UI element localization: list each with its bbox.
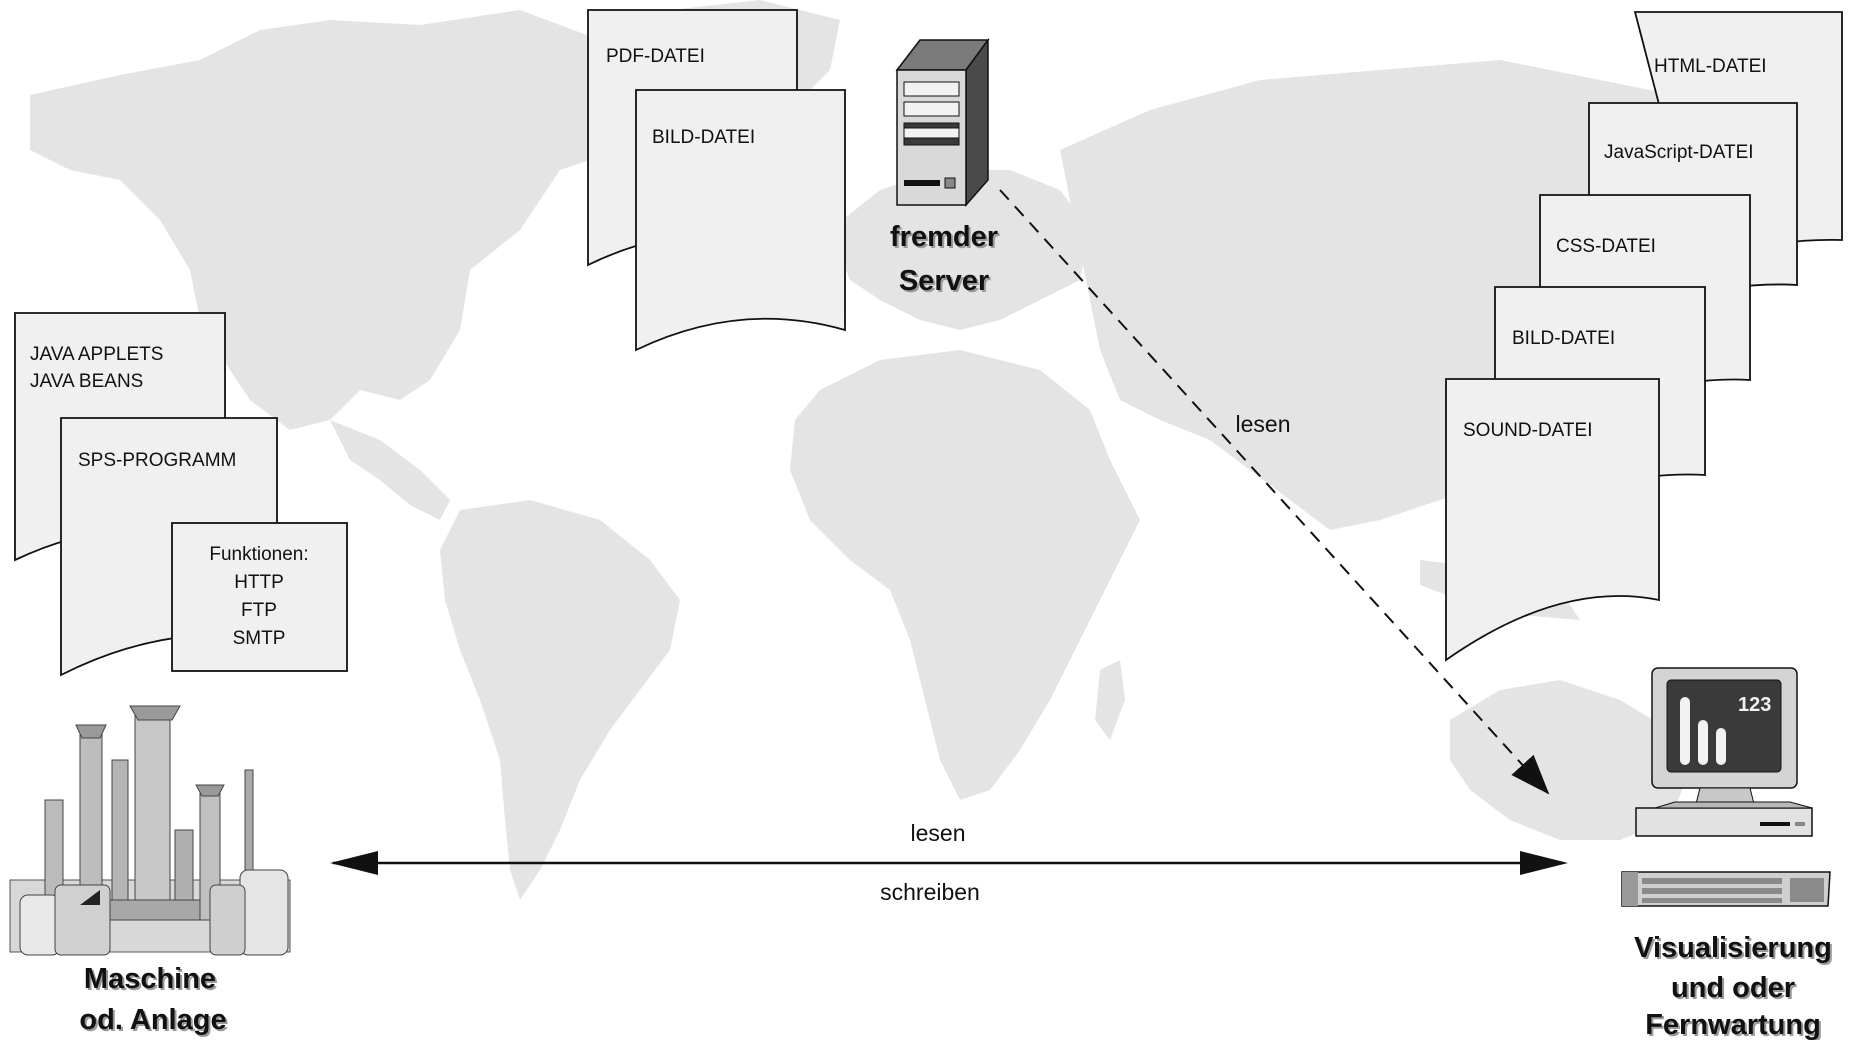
machine-client-label-top: lesen bbox=[911, 820, 966, 846]
doc-bild-server: BILD-DATEI bbox=[635, 89, 846, 352]
doc-java-line2: JAVA BEANS bbox=[30, 371, 143, 392]
screen-bar-3 bbox=[1716, 728, 1726, 765]
africa-shape bbox=[790, 350, 1140, 800]
machine-document-stack: JAVA APPLETS JAVA BEANS SPS-PROGRAMM Fun… bbox=[14, 312, 348, 677]
central-america-shape bbox=[330, 420, 450, 520]
machine-caption-line1-shadow: Maschine bbox=[86, 965, 218, 997]
machine-caption-line2-shadow: od. Anlage bbox=[81, 1006, 228, 1038]
south-america-shape bbox=[440, 500, 680, 900]
machine-caption-line1: Maschine bbox=[84, 963, 216, 995]
client-caption-line2: und oder bbox=[1671, 972, 1795, 1004]
europe-shape bbox=[830, 170, 1090, 330]
server-document-stack: PDF-DATEI BILD-DATEI bbox=[587, 9, 846, 352]
australia-shape bbox=[1450, 680, 1690, 840]
screen-bar-2 bbox=[1698, 720, 1708, 765]
function-item-http: HTTP bbox=[234, 572, 284, 593]
server-tower-icon bbox=[895, 37, 990, 207]
functions-title: Funktionen: bbox=[209, 544, 308, 565]
doc-bild-server-label: BILD-DATEI bbox=[652, 127, 755, 148]
server-caption-line1: fremder bbox=[890, 221, 998, 253]
server-to-client-label: lesen bbox=[1236, 411, 1291, 437]
server-caption-line1-shadow: fremder bbox=[892, 223, 1000, 255]
client-caption-line1-shadow: Visualisierung bbox=[1636, 934, 1834, 966]
function-item-smtp: SMTP bbox=[233, 628, 286, 649]
north-america-shape bbox=[30, 10, 640, 430]
doc-css-label: CSS-DATEI bbox=[1556, 236, 1656, 257]
doc-javascript-label: JavaScript-DATEI bbox=[1604, 142, 1754, 163]
computer-icon: 123 bbox=[1621, 667, 1831, 907]
server-caption-line2-shadow: Server bbox=[901, 267, 991, 299]
doc-sps-label: SPS-PROGRAMM bbox=[78, 450, 236, 471]
function-item-ftp: FTP bbox=[241, 600, 277, 621]
doc-sound: SOUND-DATEI bbox=[1445, 378, 1660, 662]
client-caption-line1: Visualisierung bbox=[1634, 932, 1832, 964]
factory-icon bbox=[9, 705, 291, 956]
machine-caption-line2: od. Anlage bbox=[79, 1004, 226, 1036]
client-arrowhead bbox=[1520, 851, 1568, 875]
server-caption-line2: Server bbox=[899, 265, 989, 297]
doc-html-label: HTML-DATEI bbox=[1654, 56, 1767, 77]
doc-java-line1: JAVA APPLETS bbox=[30, 344, 163, 365]
madagascar-shape bbox=[1095, 660, 1125, 740]
doc-sound-label: SOUND-DATEI bbox=[1463, 420, 1592, 441]
machine-arrowhead bbox=[330, 851, 378, 875]
functions-box: Funktionen: HTTP FTP SMTP bbox=[171, 522, 348, 672]
server-to-client-dashed-arrow bbox=[999, 189, 1550, 795]
machine-client-label-bottom: schreiben bbox=[880, 879, 980, 905]
doc-bild-client-label: BILD-DATEI bbox=[1512, 328, 1615, 349]
screen-number: 123 bbox=[1738, 694, 1771, 716]
doc-pdf-label: PDF-DATEI bbox=[606, 46, 705, 67]
screen-bar-1 bbox=[1680, 697, 1690, 765]
client-caption-line2-shadow: und oder bbox=[1673, 974, 1797, 1006]
client-document-stack: HTML-DATEI JavaScript-DATEI CSS-DATEI BI… bbox=[1445, 11, 1843, 662]
client-caption-line3: Fernwartung bbox=[1645, 1009, 1821, 1040]
client-caption-line3-shadow: Fernwartung bbox=[1647, 1011, 1823, 1040]
